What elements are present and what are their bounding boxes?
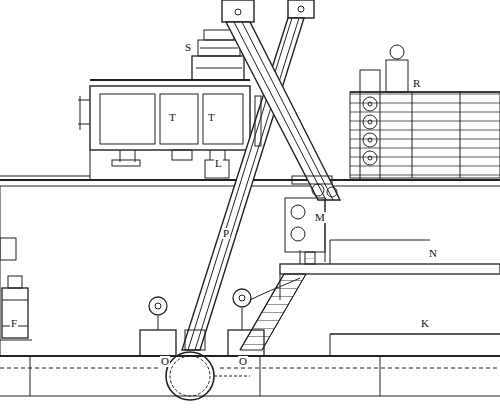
callout-letter: T — [168, 112, 177, 123]
callout-letter: M — [314, 212, 326, 223]
callout-letter: P — [222, 228, 230, 239]
callout-letter: T — [207, 112, 216, 123]
callout-letter: K — [420, 318, 430, 329]
callout-letter: L — [214, 158, 223, 169]
callout-letter: S — [184, 42, 192, 53]
callout-letter: R — [412, 78, 421, 89]
callout-letter: O — [160, 356, 170, 367]
callout-letter: F — [10, 318, 18, 329]
callout-letter: N — [428, 248, 438, 259]
callout-letter: O — [238, 356, 248, 367]
